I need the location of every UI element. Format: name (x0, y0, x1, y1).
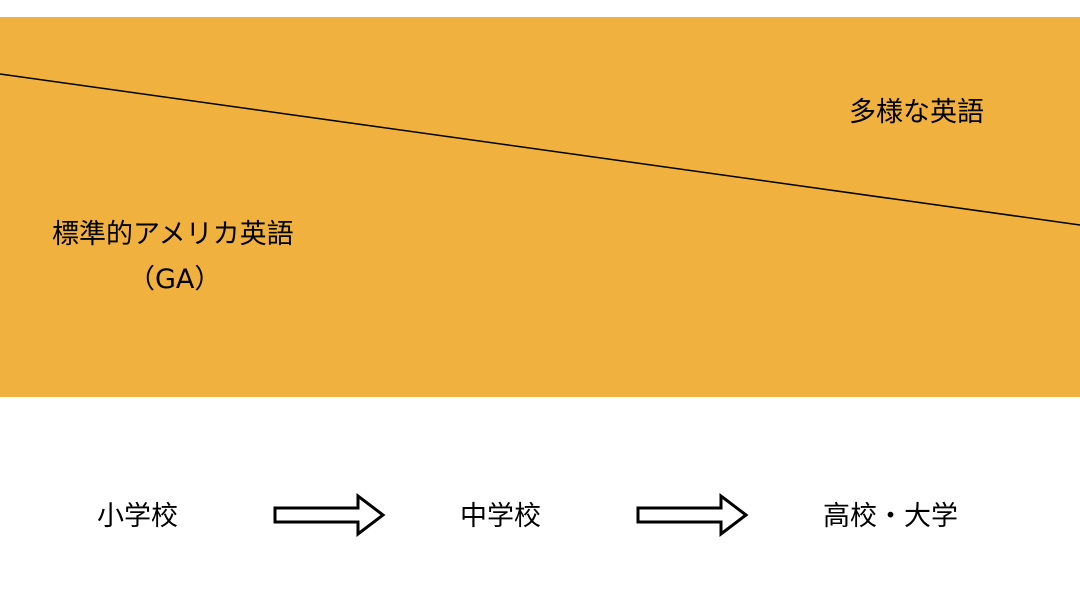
english-variety-band (0, 17, 1080, 397)
stage-elementary-school: 小学校 (97, 501, 178, 532)
diverse-english-label: 多様な英語 (849, 97, 984, 128)
right-arrow-icon (636, 492, 749, 538)
stage-high-school-university: 高校・大学 (823, 501, 958, 532)
divider-line (0, 73, 1080, 226)
right-arrow-icon (273, 492, 386, 538)
ga-label: （GA） (128, 264, 222, 295)
standard-american-english-label: 標準的アメリカ英語 (52, 219, 294, 250)
stage-junior-high-school: 中学校 (460, 501, 541, 532)
